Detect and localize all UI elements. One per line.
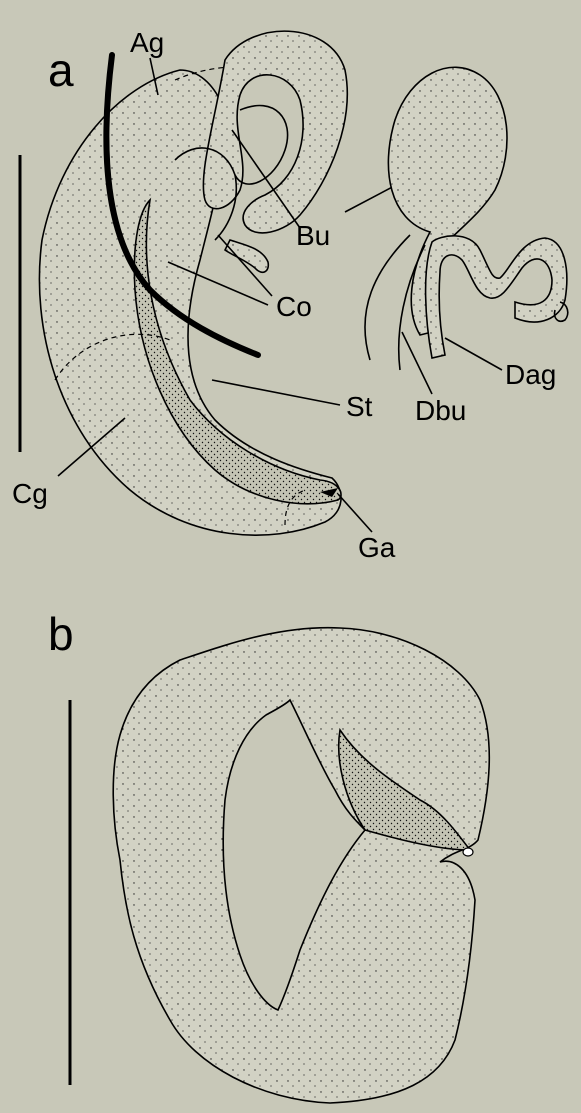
label-ga: Ga — [358, 532, 396, 563]
label-bu: Bu — [296, 220, 330, 251]
label-co: Co — [276, 291, 312, 322]
label-ag: Ag — [130, 27, 164, 58]
panel-a: a Ag Bu Co St Cg Ga — [12, 27, 436, 563]
label-dag: Dag — [505, 359, 556, 390]
panel-b-letter: b — [48, 608, 74, 660]
leader-dag — [445, 338, 502, 370]
panel-b: b — [48, 608, 489, 1103]
leader-ga — [338, 494, 372, 532]
bursa-coil — [203, 31, 347, 233]
leader-dbu — [402, 332, 432, 394]
label-cg: Cg — [12, 478, 48, 509]
panel-b-node — [463, 848, 473, 856]
label-st: St — [346, 391, 373, 422]
bursa-duct-left — [365, 235, 410, 360]
panel-a-letter: a — [48, 44, 74, 96]
panel-a-detail: Dag Dbu — [365, 67, 568, 426]
leader-st — [212, 380, 340, 405]
label-dbu: Dbu — [415, 395, 466, 426]
